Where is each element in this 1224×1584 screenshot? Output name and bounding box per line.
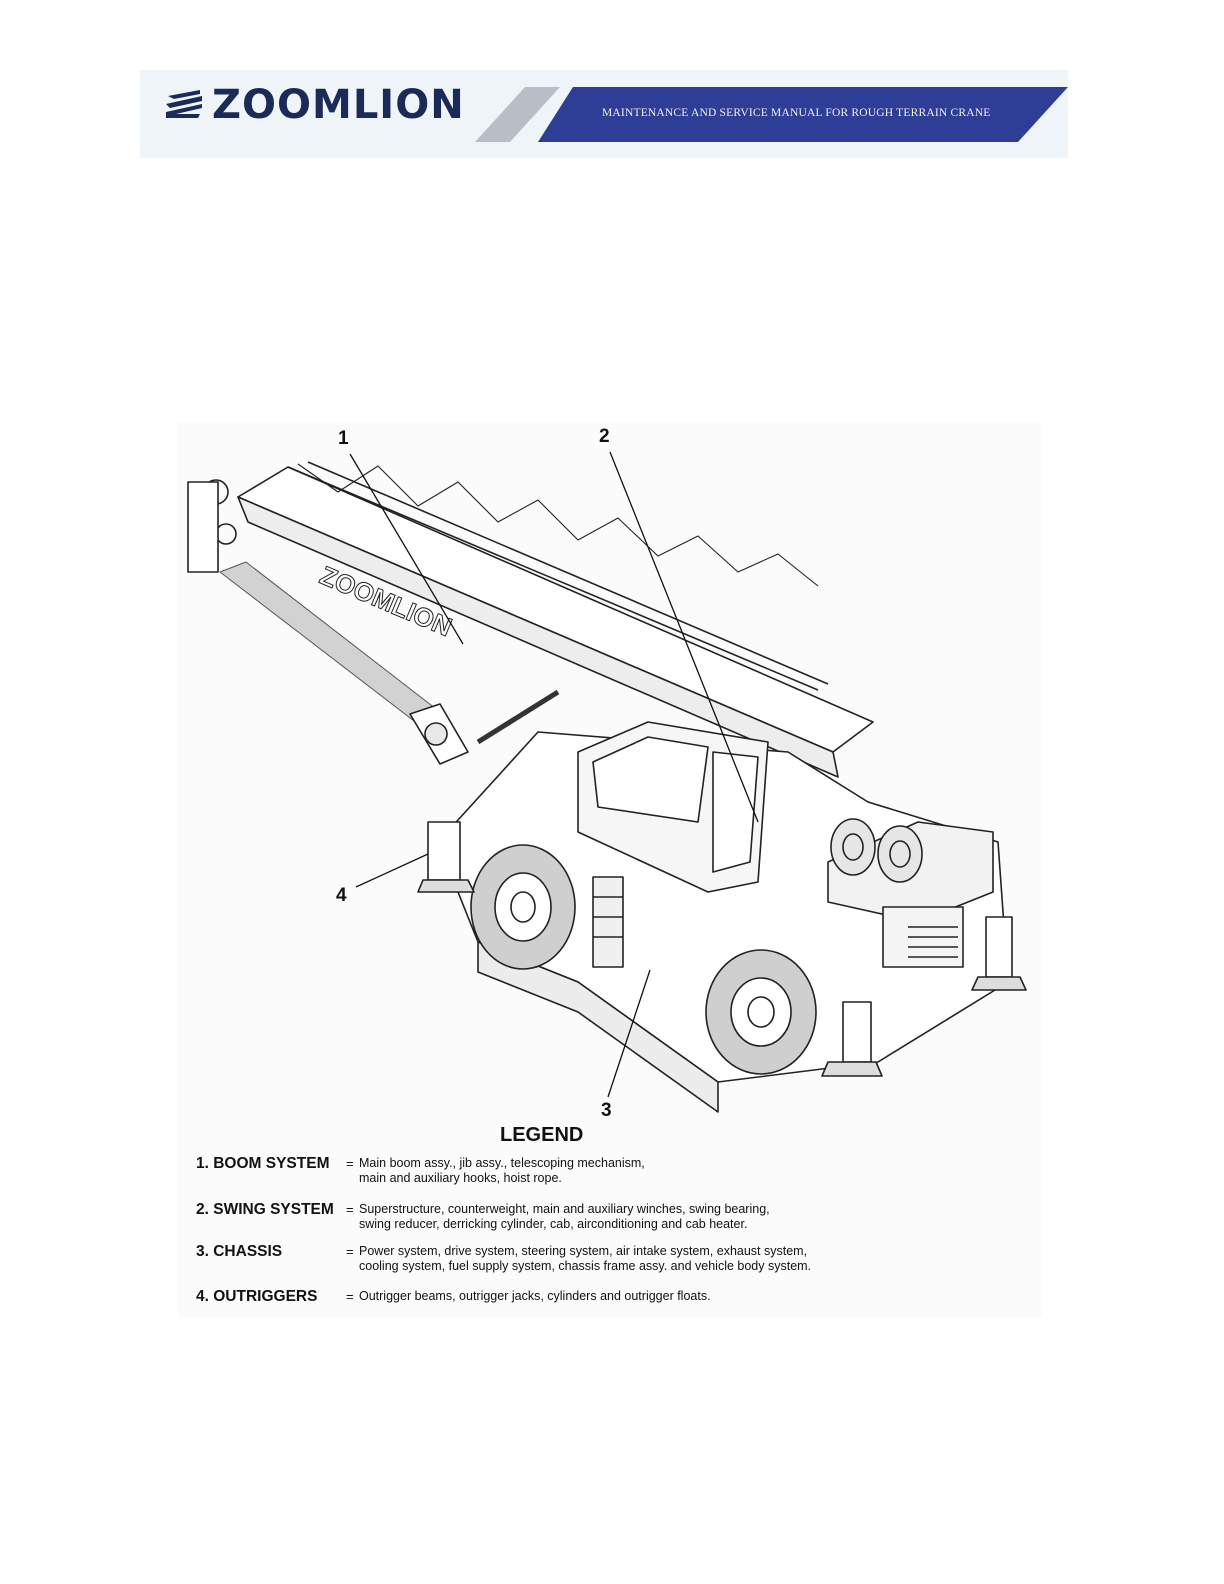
legend-description: Power system, drive system, steering sys…	[359, 1244, 811, 1274]
legend-description: Main boom assy., jib assy., telescoping …	[359, 1156, 645, 1186]
callout-3: 3	[601, 1100, 612, 1121]
callout-4: 4	[336, 885, 347, 906]
manual-title: MAINTENANCE AND SERVICE MANUAL FOR ROUGH…	[602, 107, 991, 119]
legend-term: 1. BOOM SYSTEM	[196, 1155, 330, 1172]
zoomlion-logo-icon	[166, 90, 202, 118]
banner-gray-stripe	[475, 87, 560, 142]
legend-term: 3. CHASSIS	[196, 1243, 283, 1260]
crane-illustration: ZOOMLION	[187, 451, 1027, 1113]
legend-term: 4. OUTRIGGERS	[196, 1288, 318, 1305]
legend-desc-line: Superstructure, counterweight, main and …	[359, 1202, 770, 1216]
page-header: ZOOMLION MAINTENANCE AND SERVICE MANUAL …	[140, 70, 1068, 158]
legend-desc-line: cooling system, fuel supply system, chas…	[359, 1259, 812, 1273]
header-banner-graphic	[475, 87, 1068, 142]
legend-equals: =	[346, 1156, 354, 1171]
crane-figure: ZOOMLION 1 2 3 4 LEGEND 1. BOOM SYSTEM =…	[178, 422, 1042, 1317]
legend-description: Outrigger beams, outrigger jacks, cylind…	[359, 1289, 711, 1304]
legend-equals: =	[346, 1244, 354, 1259]
legend-term: 2. SWING SYSTEM	[196, 1201, 334, 1218]
legend-equals: =	[346, 1202, 354, 1217]
brand-name: ZOOMLION	[212, 82, 465, 128]
legend-description: Superstructure, counterweight, main and …	[359, 1202, 770, 1232]
legend-desc-line: Outrigger beams, outrigger jacks, cylind…	[359, 1289, 711, 1303]
legend-desc-line: swing reducer, derricking cylinder, cab,…	[359, 1217, 748, 1231]
legend-equals: =	[346, 1289, 354, 1304]
banner-blue-band	[538, 87, 1068, 142]
callout-1: 1	[338, 428, 349, 449]
legend-desc-line: Power system, drive system, steering sys…	[359, 1244, 808, 1258]
legend-desc-line: Main boom assy., jib assy., telescoping …	[359, 1156, 645, 1170]
legend-title: LEGEND	[500, 1124, 584, 1146]
callout-2: 2	[599, 426, 610, 447]
legend-desc-line: main and auxiliary hooks, hoist rope.	[359, 1171, 562, 1185]
